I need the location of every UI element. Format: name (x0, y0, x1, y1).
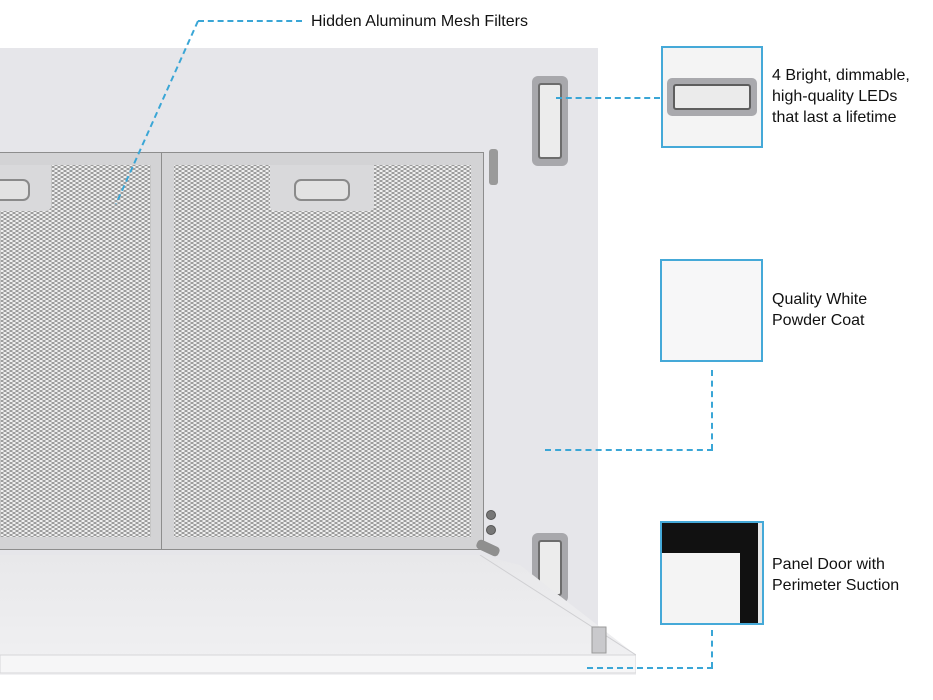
panel-leader-horizontal (587, 667, 713, 669)
mesh-filter-left (0, 152, 164, 550)
leds-leader-line (556, 97, 660, 99)
leds-callout-image (661, 46, 763, 148)
coat-callout-image (660, 259, 763, 362)
coat-leader-vertical (711, 370, 713, 450)
filter-pull-tab (270, 165, 374, 211)
coat-label: Quality White Powder Coat (772, 291, 868, 329)
panel-door (0, 555, 636, 675)
coat-leader-horizontal (545, 449, 713, 451)
panel-leader-vertical (711, 630, 713, 668)
filter-pull-tab (0, 165, 51, 211)
led-light-top (532, 76, 568, 166)
latch-clip (489, 149, 498, 185)
leds-label: 4 Bright, dimmable, high-quality LEDs th… (772, 67, 910, 126)
panel-callout-image (660, 521, 764, 625)
mesh-filter-right (161, 152, 484, 550)
filters-label: Hidden Aluminum Mesh Filters (311, 13, 528, 30)
filters-leader-diagonal (115, 20, 199, 205)
filters-leader-line (198, 20, 302, 22)
panel-label: Panel Door with Perimeter Suction (772, 556, 900, 594)
screw (486, 510, 496, 520)
screw (486, 525, 496, 535)
